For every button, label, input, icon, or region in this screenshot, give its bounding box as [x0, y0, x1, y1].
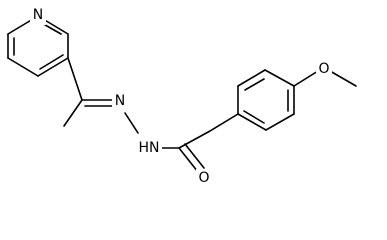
atom-label: HN — [139, 140, 160, 156]
double-bond-inner — [244, 78, 265, 91]
methyl-bond — [63, 99, 83, 127]
bond — [37, 57, 69, 77]
hydrazone-chain — [63, 57, 139, 134]
bond — [329, 70, 357, 87]
methoxyphenyl-ring — [237, 69, 295, 131]
atom-label: O — [318, 61, 329, 77]
carbonyl-bond — [178, 147, 199, 173]
bond — [178, 130, 211, 149]
bond — [7, 57, 39, 77]
bond — [124, 112, 139, 134]
chemical-structure-diagram: N N HN O O — [7, 7, 357, 187]
atom-label: O — [198, 170, 209, 186]
double-bond-inner — [243, 110, 265, 124]
ether-o-atom: O — [316, 60, 332, 78]
double-bond-inner — [184, 143, 205, 169]
bond — [265, 113, 295, 131]
amide-nh-atom: HN — [136, 139, 162, 157]
bond — [67, 57, 83, 101]
bond — [264, 69, 295, 87]
atom-label: N — [115, 93, 125, 109]
methoxy-group — [293, 70, 357, 87]
double-bond-inner — [39, 54, 64, 70]
bond — [293, 70, 319, 87]
carbonyl-o-atom: O — [196, 169, 212, 187]
atom-label: N — [33, 7, 43, 23]
bond — [237, 69, 266, 87]
bond — [209, 113, 239, 132]
amide-group — [159, 113, 239, 173]
hydrazone-n-atom: N — [112, 93, 128, 111]
pyridine-n-atom: N — [30, 7, 46, 25]
bond — [237, 113, 267, 131]
